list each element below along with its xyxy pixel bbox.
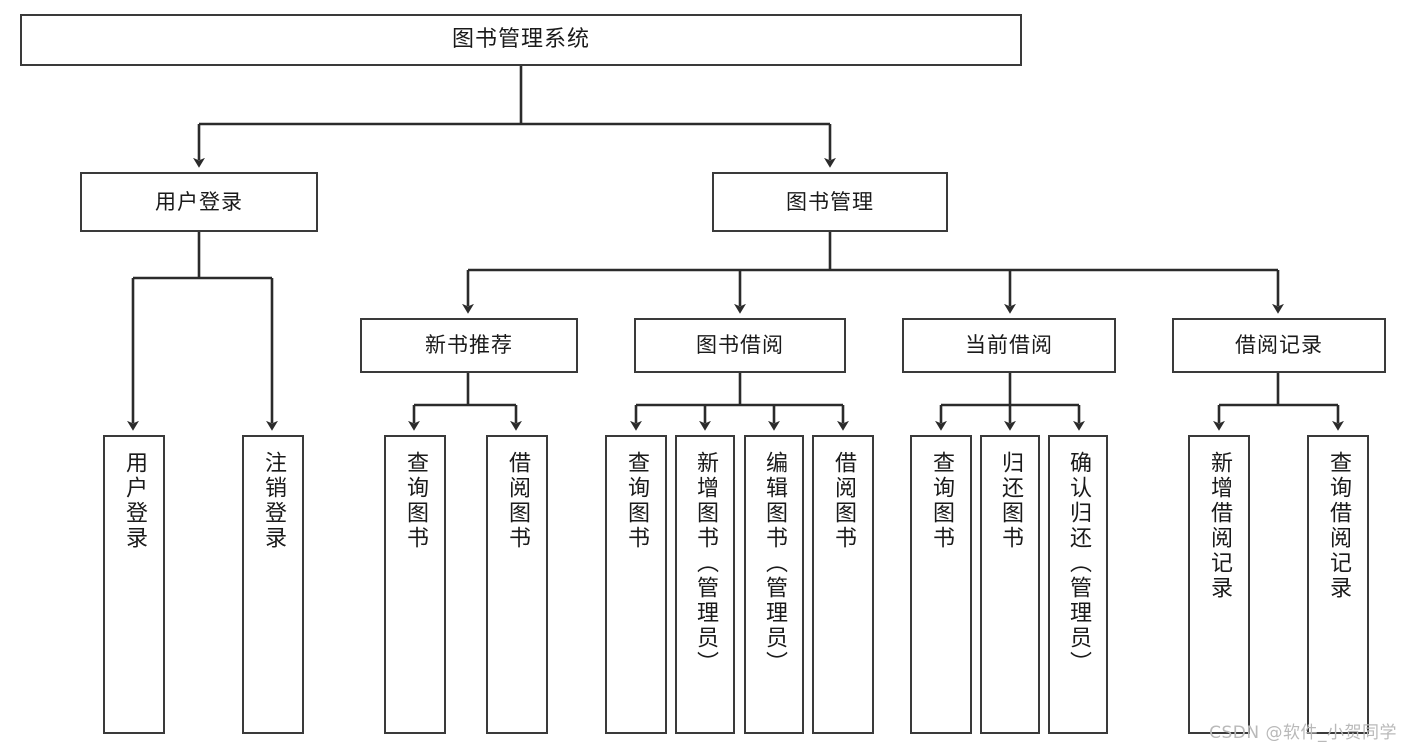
node-borrow-record[interactable]: 借阅记录	[1172, 318, 1386, 373]
node-label: 查询借阅记录	[1325, 451, 1351, 601]
node-label: 编辑图书（管理员）	[761, 451, 787, 676]
node-book-manage[interactable]: 图书管理	[712, 172, 948, 232]
node-leaf-query-book-1[interactable]: 查询图书	[384, 435, 446, 734]
node-label: 归还图书	[997, 451, 1023, 551]
node-current-borrow[interactable]: 当前借阅	[902, 318, 1116, 373]
node-label: 图书借阅	[696, 333, 784, 357]
node-label: 当前借阅	[965, 333, 1053, 357]
node-label: 确认归还（管理员）	[1065, 451, 1091, 676]
node-label: 新增借阅记录	[1206, 451, 1232, 601]
node-leaf-user-login[interactable]: 用户登录	[103, 435, 165, 734]
csdn-watermark: CSDN @软件_小贺同学	[1209, 723, 1397, 743]
node-label: 用户登录	[121, 451, 147, 551]
node-label: 用户登录	[155, 189, 243, 214]
node-label: 借阅图书	[830, 451, 856, 551]
node-leaf-query-book-2[interactable]: 查询图书	[605, 435, 667, 734]
node-label: 新增图书（管理员）	[692, 451, 718, 676]
node-label: 查询图书	[623, 451, 649, 551]
node-label: 借阅图书	[504, 451, 530, 551]
node-user-login[interactable]: 用户登录	[80, 172, 318, 232]
node-label: 借阅记录	[1235, 333, 1323, 357]
node-label: 查询图书	[928, 451, 954, 551]
node-leaf-return-book[interactable]: 归还图书	[980, 435, 1040, 734]
node-leaf-borrow-book-2[interactable]: 借阅图书	[812, 435, 874, 734]
node-label: 图书管理系统	[451, 27, 590, 52]
node-leaf-edit-book[interactable]: 编辑图书（管理员）	[744, 435, 804, 734]
node-leaf-query-record[interactable]: 查询借阅记录	[1307, 435, 1369, 734]
node-label: 查询图书	[402, 451, 428, 551]
node-leaf-user-logout[interactable]: 注销登录	[242, 435, 304, 734]
node-leaf-confirm-return[interactable]: 确认归还（管理员）	[1048, 435, 1108, 734]
node-label: 新书推荐	[425, 333, 513, 357]
node-leaf-borrow-book-1[interactable]: 借阅图书	[486, 435, 548, 734]
node-label: 图书管理	[786, 189, 874, 214]
node-leaf-add-record[interactable]: 新增借阅记录	[1188, 435, 1250, 734]
node-new-book-recommend[interactable]: 新书推荐	[360, 318, 578, 373]
node-leaf-query-book-3[interactable]: 查询图书	[910, 435, 972, 734]
node-book-borrow[interactable]: 图书借阅	[634, 318, 846, 373]
node-label: 注销登录	[260, 451, 286, 551]
node-root-book-management-system[interactable]: 图书管理系统	[20, 14, 1022, 66]
node-leaf-add-book[interactable]: 新增图书（管理员）	[675, 435, 735, 734]
